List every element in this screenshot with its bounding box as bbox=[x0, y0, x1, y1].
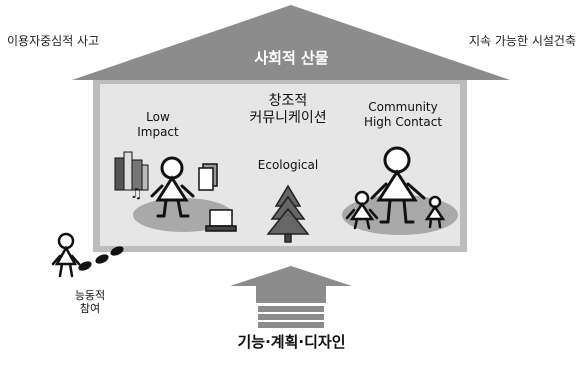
adult-person-icon bbox=[370, 146, 426, 224]
books-icon: ♫ bbox=[114, 151, 149, 202]
user-centered-thinking-label: 이용자중심적 사고 bbox=[7, 34, 100, 48]
community-line-1: Community bbox=[368, 100, 438, 114]
participant-person-icon bbox=[51, 232, 81, 278]
active-participation-line-2: 참여 bbox=[79, 302, 101, 315]
community-label: Community High Contact bbox=[353, 100, 453, 130]
low-impact-line-1: Low bbox=[146, 110, 170, 124]
community-line-2: High Contact bbox=[363, 115, 443, 129]
roof bbox=[72, 5, 510, 80]
svg-text:♫: ♫ bbox=[130, 186, 143, 202]
creative-communication-line-2: 커뮤니케이션 bbox=[249, 110, 327, 126]
creative-communication-label: 창조적 커뮤니케이션 bbox=[238, 93, 338, 127]
low-impact-line-2: Impact bbox=[137, 125, 179, 139]
ecological-label: Ecological bbox=[257, 158, 319, 172]
tree-icon bbox=[266, 184, 310, 243]
active-participation-line-1: 능동적 bbox=[74, 289, 106, 302]
small-child-person-icon bbox=[424, 195, 446, 229]
active-participation-label: 능동적 참여 bbox=[60, 289, 120, 315]
foundation-blocks bbox=[258, 306, 324, 328]
sustainable-facility-label: 지속 가능한 시설건축 bbox=[469, 34, 576, 48]
documents-icon bbox=[198, 163, 218, 191]
child-person-icon bbox=[345, 190, 379, 230]
creative-communication-line-1: 창조적 bbox=[268, 93, 308, 109]
social-product-label: 사회적 산물 bbox=[254, 49, 329, 67]
upward-arrow bbox=[230, 266, 352, 303]
low-impact-label: Low Impact bbox=[133, 110, 183, 140]
footsteps-icon bbox=[78, 246, 124, 271]
computer-icon bbox=[205, 209, 237, 232]
function-planning-design-label: 기능·계획·디자인 bbox=[237, 333, 346, 351]
low-impact-person-icon bbox=[150, 156, 195, 218]
